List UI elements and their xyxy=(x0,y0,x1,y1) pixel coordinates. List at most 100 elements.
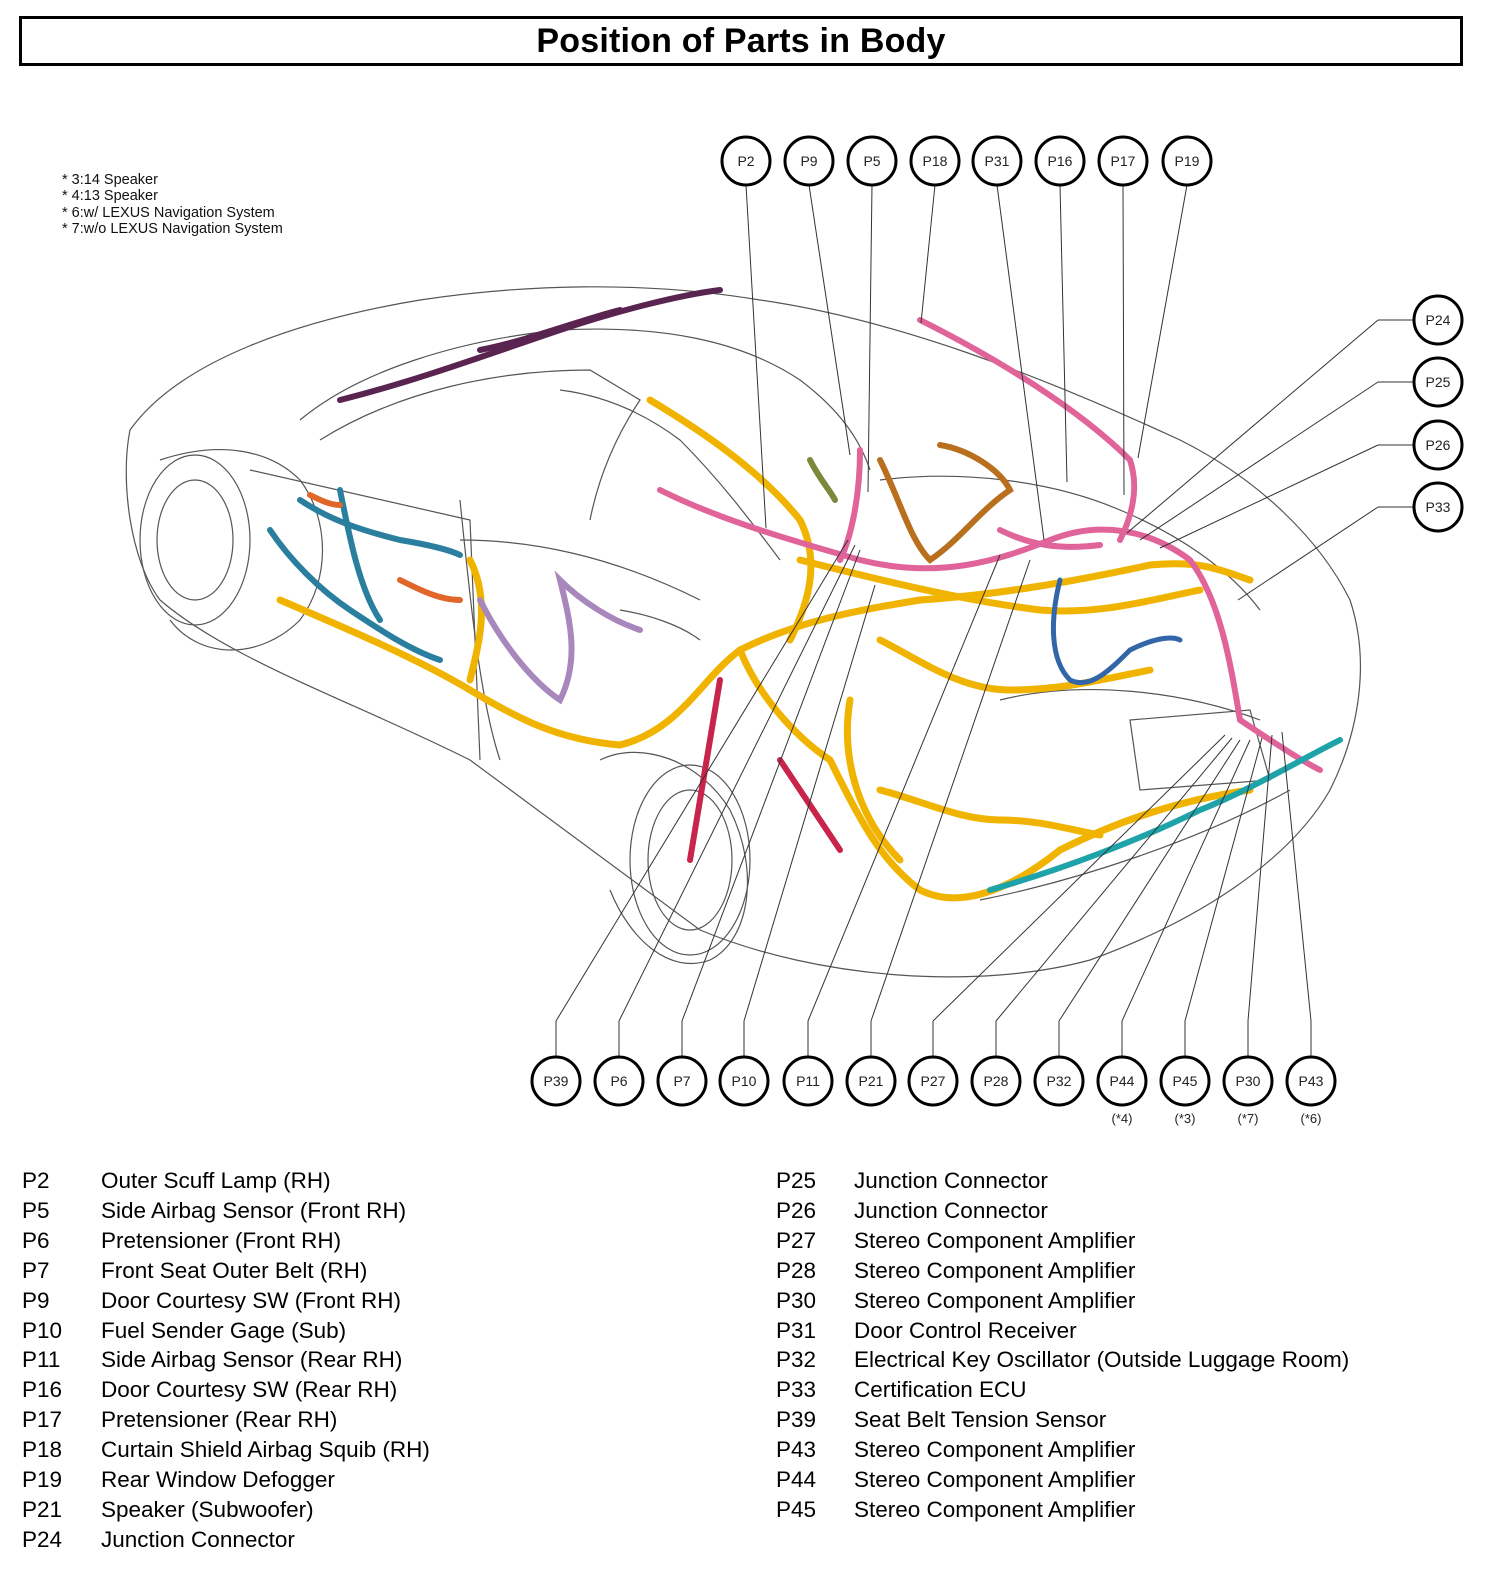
harness-cyan xyxy=(987,737,1343,893)
legend-code: P11 xyxy=(22,1347,61,1373)
legend-name: Stereo Component Amplifier xyxy=(854,1467,1136,1493)
callout-p28: P28 xyxy=(970,1055,1022,1107)
callout-p10: P10 xyxy=(718,1055,770,1107)
footnotes: * 3:14 Speaker * 4:13 Speaker * 6:w/ LEX… xyxy=(62,172,283,237)
legend-name: Pretensioner (Front RH) xyxy=(101,1227,342,1253)
callout-label: P32 xyxy=(1047,1073,1072,1089)
leader-line xyxy=(995,737,1233,1022)
callout-label: P39 xyxy=(544,1073,569,1089)
callout-p5: P5 xyxy=(846,135,898,187)
legend-code: P31 xyxy=(776,1317,817,1343)
callout-label: P16 xyxy=(1048,153,1073,169)
harness-pink xyxy=(657,317,1323,773)
legend-name: Junction Connector xyxy=(854,1168,1048,1193)
legend-code: P7 xyxy=(22,1257,50,1283)
legend-code: P28 xyxy=(776,1257,817,1283)
callout-p16: P16 xyxy=(1034,135,1086,187)
leader-line xyxy=(1281,731,1312,1022)
callout-p18: P18 xyxy=(909,135,961,187)
callout-label: P18 xyxy=(923,153,948,169)
callout-note: (*3) xyxy=(1175,1111,1196,1126)
harness-purple xyxy=(337,287,723,403)
legend-code: P18 xyxy=(22,1437,63,1463)
callout-label: P7 xyxy=(673,1073,690,1089)
callout-label: P30 xyxy=(1236,1073,1261,1089)
legend-name: Door Control Receiver xyxy=(854,1317,1077,1343)
callout-p25: P25 xyxy=(1412,356,1464,408)
legend-code: P44 xyxy=(776,1467,817,1493)
footnote: * 3:14 Speaker xyxy=(62,172,158,188)
harness-brown xyxy=(877,442,1014,564)
callout-circle xyxy=(970,1055,1022,1107)
callout-circle xyxy=(720,135,772,187)
callout-label: P26 xyxy=(1426,437,1451,453)
callout-circle xyxy=(656,1055,708,1107)
leader-line xyxy=(867,184,873,493)
legend-name: Stereo Component Amplifier xyxy=(854,1227,1136,1253)
callout-circle xyxy=(1161,135,1213,187)
callout-label: P17 xyxy=(1111,153,1136,169)
legend-code: P5 xyxy=(22,1197,50,1223)
callout-label: P2 xyxy=(737,153,754,169)
callout-label: P25 xyxy=(1426,374,1451,390)
harness-lilac xyxy=(477,570,643,705)
callout-circle xyxy=(718,1055,770,1107)
callout-p21: P21 xyxy=(845,1055,897,1107)
callout-label: P5 xyxy=(863,153,880,169)
legend-code: P26 xyxy=(776,1197,817,1223)
callout-label: P44 xyxy=(1110,1073,1135,1089)
callout-note: (*7) xyxy=(1238,1111,1259,1126)
callout-p24: P24 xyxy=(1412,294,1464,346)
callout-circle xyxy=(1222,1055,1274,1107)
legend-name: Speaker (Subwoofer) xyxy=(101,1496,314,1522)
harness-olive xyxy=(807,457,838,503)
harness-yellow xyxy=(276,396,1254,902)
callout-p19: P19 xyxy=(1161,135,1213,187)
footnote: * 6:w/ LEXUS Navigation System xyxy=(62,204,275,221)
leader-line xyxy=(1237,506,1379,601)
callout-label: P11 xyxy=(796,1073,820,1089)
leader-line xyxy=(1137,184,1188,459)
callout-p2: P2 xyxy=(720,135,772,187)
callout-note: (*6) xyxy=(1301,1111,1322,1126)
leader-line xyxy=(932,734,1226,1022)
legend-name: Outer Scuff Lamp (RH) xyxy=(101,1168,331,1193)
legend-code: P24 xyxy=(22,1526,63,1552)
legend-code: P43 xyxy=(776,1437,817,1463)
legend-code: P45 xyxy=(776,1496,817,1522)
leader-line xyxy=(996,184,1045,541)
leader-line xyxy=(1247,734,1273,1022)
legend-name: Seat Belt Tension Sensor xyxy=(854,1407,1107,1433)
callout-p32: P32 xyxy=(1033,1055,1085,1107)
leader-line xyxy=(1184,737,1263,1022)
legend-name: Fuel Sender Gage (Sub) xyxy=(101,1317,347,1343)
harness-orange xyxy=(307,492,463,603)
legend-row: P44 Stereo Component Amplifier xyxy=(776,1465,1349,1495)
leader-line xyxy=(807,554,1001,1022)
callout-circle xyxy=(1285,1055,1337,1107)
legend-name: Side Airbag Sensor (Front RH) xyxy=(101,1197,407,1223)
leader-line xyxy=(1159,444,1379,549)
callout-label: P21 xyxy=(859,1073,884,1089)
callout-circle xyxy=(971,135,1023,187)
callout-label: P28 xyxy=(984,1073,1009,1089)
callout-circle xyxy=(1097,135,1149,187)
footnote: * 4:13 Speaker xyxy=(62,188,158,205)
